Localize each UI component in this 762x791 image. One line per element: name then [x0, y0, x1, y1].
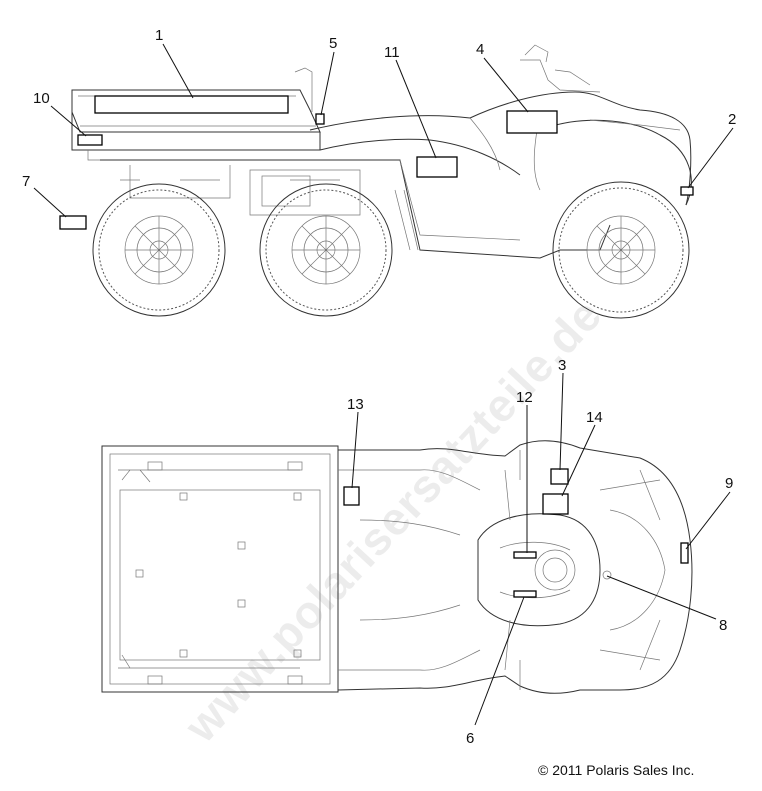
callout-6: 6	[466, 730, 474, 747]
decal-4	[506, 110, 558, 134]
decal-6	[513, 590, 537, 598]
side-view	[59, 44, 694, 319]
callout-5: 5	[329, 35, 337, 52]
wheel-front	[552, 181, 690, 319]
decal-1	[94, 95, 289, 114]
decal-10	[77, 134, 103, 146]
callout-8: 8	[719, 617, 727, 634]
atv-body	[309, 44, 692, 206]
vehicle-top-outline	[337, 440, 693, 694]
callout-9: 9	[725, 475, 733, 492]
decal-9	[680, 542, 689, 564]
callout-11: 11	[384, 44, 400, 61]
callout-7: 7	[22, 173, 30, 190]
top-view	[101, 440, 693, 694]
decal-2	[680, 186, 694, 196]
cargo-box	[71, 67, 321, 161]
callout-1: 1	[155, 27, 163, 44]
decal-3	[550, 468, 569, 485]
decal-14	[542, 493, 569, 515]
callout-3: 3	[558, 357, 566, 374]
callout-4: 4	[476, 41, 484, 58]
callout-14: 14	[586, 409, 603, 426]
wheel-rear-2	[259, 183, 393, 317]
chassis	[100, 159, 611, 259]
decal-11	[416, 156, 458, 178]
callout-2: 2	[728, 111, 736, 128]
callout-13: 13	[347, 396, 364, 413]
decal-7	[59, 215, 87, 230]
copyright-notice: © 2011 Polaris Sales Inc.	[538, 762, 695, 778]
watermark: www.polarisersatzteile.de	[174, 288, 612, 753]
decal-12	[513, 551, 537, 559]
callouts: 1 2 3 4 5 6 7 8 9 10 11 12 13 14	[22, 27, 736, 747]
decal-5	[315, 113, 325, 125]
leader-lines	[33, 43, 734, 726]
decal-13	[343, 486, 360, 506]
callout-12: 12	[516, 389, 533, 406]
cargo-bed	[101, 445, 339, 693]
wheel-rear-1	[92, 183, 226, 317]
callout-10: 10	[33, 90, 50, 107]
